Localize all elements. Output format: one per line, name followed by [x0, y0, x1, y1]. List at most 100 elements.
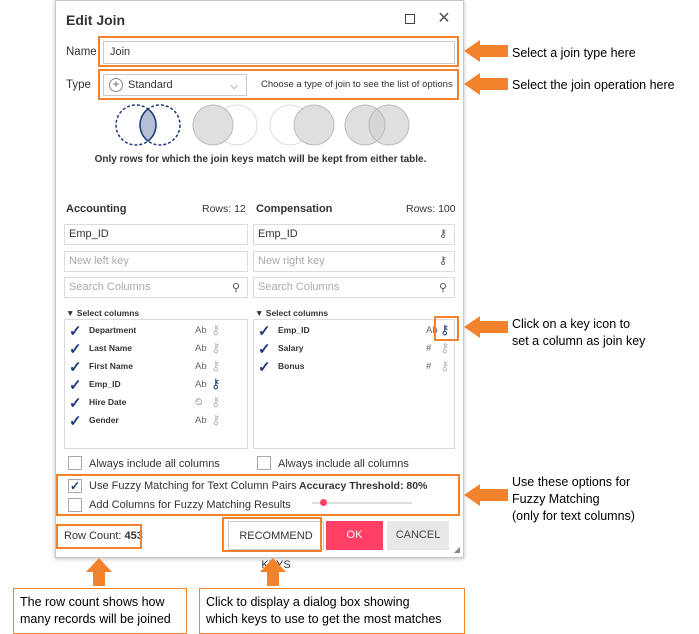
checkmark-icon[interactable]: ✓: [258, 323, 271, 340]
checkmark-icon[interactable]: ✓: [69, 323, 82, 340]
fuzzy-add-columns-checkbox[interactable]: [68, 498, 82, 512]
column-type-icon: Ab: [195, 379, 207, 390]
column-item[interactable]: ✓ Bonus # ⚷: [258, 358, 450, 376]
fuzzy-add-columns-label: Add Columns for Fuzzy Matching Results: [89, 499, 291, 511]
new-left-key-field[interactable]: New left key: [64, 251, 248, 272]
arrow-up-icon: [86, 558, 112, 586]
callout-join-operation: Select the join operation here: [512, 78, 675, 92]
threshold-label-text: Accuracy Threshold:: [299, 480, 404, 492]
right-row-count: Rows: 100: [406, 203, 456, 215]
right-search-input[interactable]: Search Columns: [253, 277, 455, 298]
accuracy-slider-knob[interactable]: [320, 499, 327, 506]
key-icon[interactable]: ⚷: [211, 394, 221, 409]
recommend-keys-button[interactable]: RECOMMEND KEYS: [228, 521, 324, 571]
key-icon[interactable]: ⚷: [440, 358, 450, 373]
callout-join-type: Select a join type here: [512, 46, 636, 60]
right-join-icon[interactable]: [265, 102, 339, 148]
column-type-icon: Ab: [195, 343, 207, 354]
checkmark-icon[interactable]: ✓: [69, 413, 82, 430]
left-include-all-checkbox[interactable]: [68, 456, 82, 470]
fuzzy-match-checkbox[interactable]: ✓: [68, 479, 82, 493]
dialog-title: Edit Join: [66, 12, 126, 28]
ok-button[interactable]: OK: [326, 521, 383, 550]
close-icon: ✕: [437, 10, 451, 27]
maximize-button[interactable]: [400, 9, 420, 29]
key-icon[interactable]: ⚷: [211, 322, 221, 337]
column-item[interactable]: ✓ Salary # ⚷: [258, 340, 450, 358]
remove-key-icon[interactable]: ⚷: [439, 228, 448, 240]
column-type-icon: Ab: [426, 325, 438, 336]
column-type-icon: #: [426, 343, 432, 354]
column-item[interactable]: ✓ Hire Date ⏲ ⚷: [69, 394, 249, 412]
arrow-left-icon: [464, 484, 508, 506]
plus-circle-icon: +: [109, 78, 123, 92]
search-icon[interactable]: ⚲: [232, 282, 241, 294]
column-name: Hire Date: [89, 397, 127, 407]
column-name: Salary: [278, 343, 304, 353]
accuracy-slider-track[interactable]: [312, 502, 412, 504]
key-icon[interactable]: ⚷: [440, 322, 450, 337]
inner-join-icon[interactable]: [111, 102, 185, 148]
remove-key-icon[interactable]: ⚷: [439, 255, 448, 267]
column-item[interactable]: ✓ Last Name Ab ⚷: [69, 340, 249, 358]
arrow-left-icon: [464, 73, 508, 95]
checkmark-icon[interactable]: ✓: [69, 359, 82, 376]
arrow-left-icon: [464, 40, 508, 62]
name-label: Name: [66, 46, 97, 58]
column-item[interactable]: ✓ Department Ab ⚷: [69, 322, 249, 340]
right-select-columns-header[interactable]: ▼ Select columns: [255, 308, 329, 318]
close-button[interactable]: ✕: [434, 9, 454, 29]
column-name: Bonus: [278, 361, 305, 371]
column-type-icon: #: [426, 361, 432, 372]
cancel-button[interactable]: CANCEL: [387, 521, 449, 550]
name-input[interactable]: Join: [103, 41, 455, 64]
fuzzy-match-label: Use Fuzzy Matching for Text Column Pairs: [89, 480, 297, 492]
key-icon[interactable]: ⚷: [211, 358, 221, 373]
left-select-columns-header[interactable]: ▼ Select columns: [66, 308, 140, 318]
resize-grip-icon[interactable]: ◢: [453, 545, 460, 554]
key-icon[interactable]: ⚷: [440, 340, 450, 355]
join-type-value: Standard: [128, 79, 173, 91]
left-table-title: Accounting: [66, 203, 127, 215]
left-select-columns-label: Select columns: [76, 308, 140, 318]
checkmark-icon[interactable]: ✓: [258, 341, 271, 358]
right-key-field[interactable]: Emp_ID: [253, 224, 455, 245]
left-join-icon[interactable]: [188, 102, 262, 148]
key-icon[interactable]: ⚷: [211, 412, 221, 427]
column-name: Gender: [89, 415, 119, 425]
full-join-icon[interactable]: [340, 102, 414, 148]
callout-key-icon: Click on a key icon to set a column as j…: [512, 317, 646, 348]
checkmark-icon[interactable]: ✓: [69, 377, 82, 394]
column-name: Emp_ID: [89, 379, 121, 389]
column-name: Last Name: [89, 343, 132, 353]
right-include-all-checkbox[interactable]: [257, 456, 271, 470]
checkmark-icon[interactable]: ✓: [69, 341, 82, 358]
checkmark-icon[interactable]: ✓: [69, 395, 82, 412]
join-type-hint: Choose a type of join to see the list of…: [261, 79, 453, 90]
column-type-icon: ⏲: [195, 397, 203, 408]
key-icon[interactable]: ⚷: [211, 340, 221, 355]
search-icon[interactable]: ⚲: [439, 282, 448, 294]
edit-join-dialog: Edit Join ✕ Name Join Type + Standard ⌵ …: [55, 0, 464, 571]
left-key-field[interactable]: Emp_ID: [64, 224, 248, 245]
chevron-down-icon: ⌵: [230, 81, 238, 92]
accuracy-threshold-label: Accuracy Threshold: 80%: [299, 480, 427, 492]
left-search-input[interactable]: Search Columns: [64, 277, 248, 298]
join-type-select[interactable]: + Standard ⌵: [103, 74, 247, 96]
checkmark-icon[interactable]: ✓: [258, 359, 271, 376]
column-item[interactable]: ✓ Emp_ID Ab ⚷: [69, 376, 249, 394]
left-row-count: Rows: 12: [202, 203, 246, 215]
column-name: Department: [89, 325, 137, 335]
row-count-value: 453: [124, 530, 143, 542]
left-include-all-label: Always include all columns: [89, 458, 220, 470]
key-icon[interactable]: ⚷: [211, 376, 221, 391]
column-type-icon: Ab: [195, 325, 207, 336]
column-name: First Name: [89, 361, 133, 371]
callout-recommend: Click to display a dialog box showing wh…: [199, 588, 465, 634]
new-right-key-field[interactable]: New right key: [253, 251, 455, 272]
